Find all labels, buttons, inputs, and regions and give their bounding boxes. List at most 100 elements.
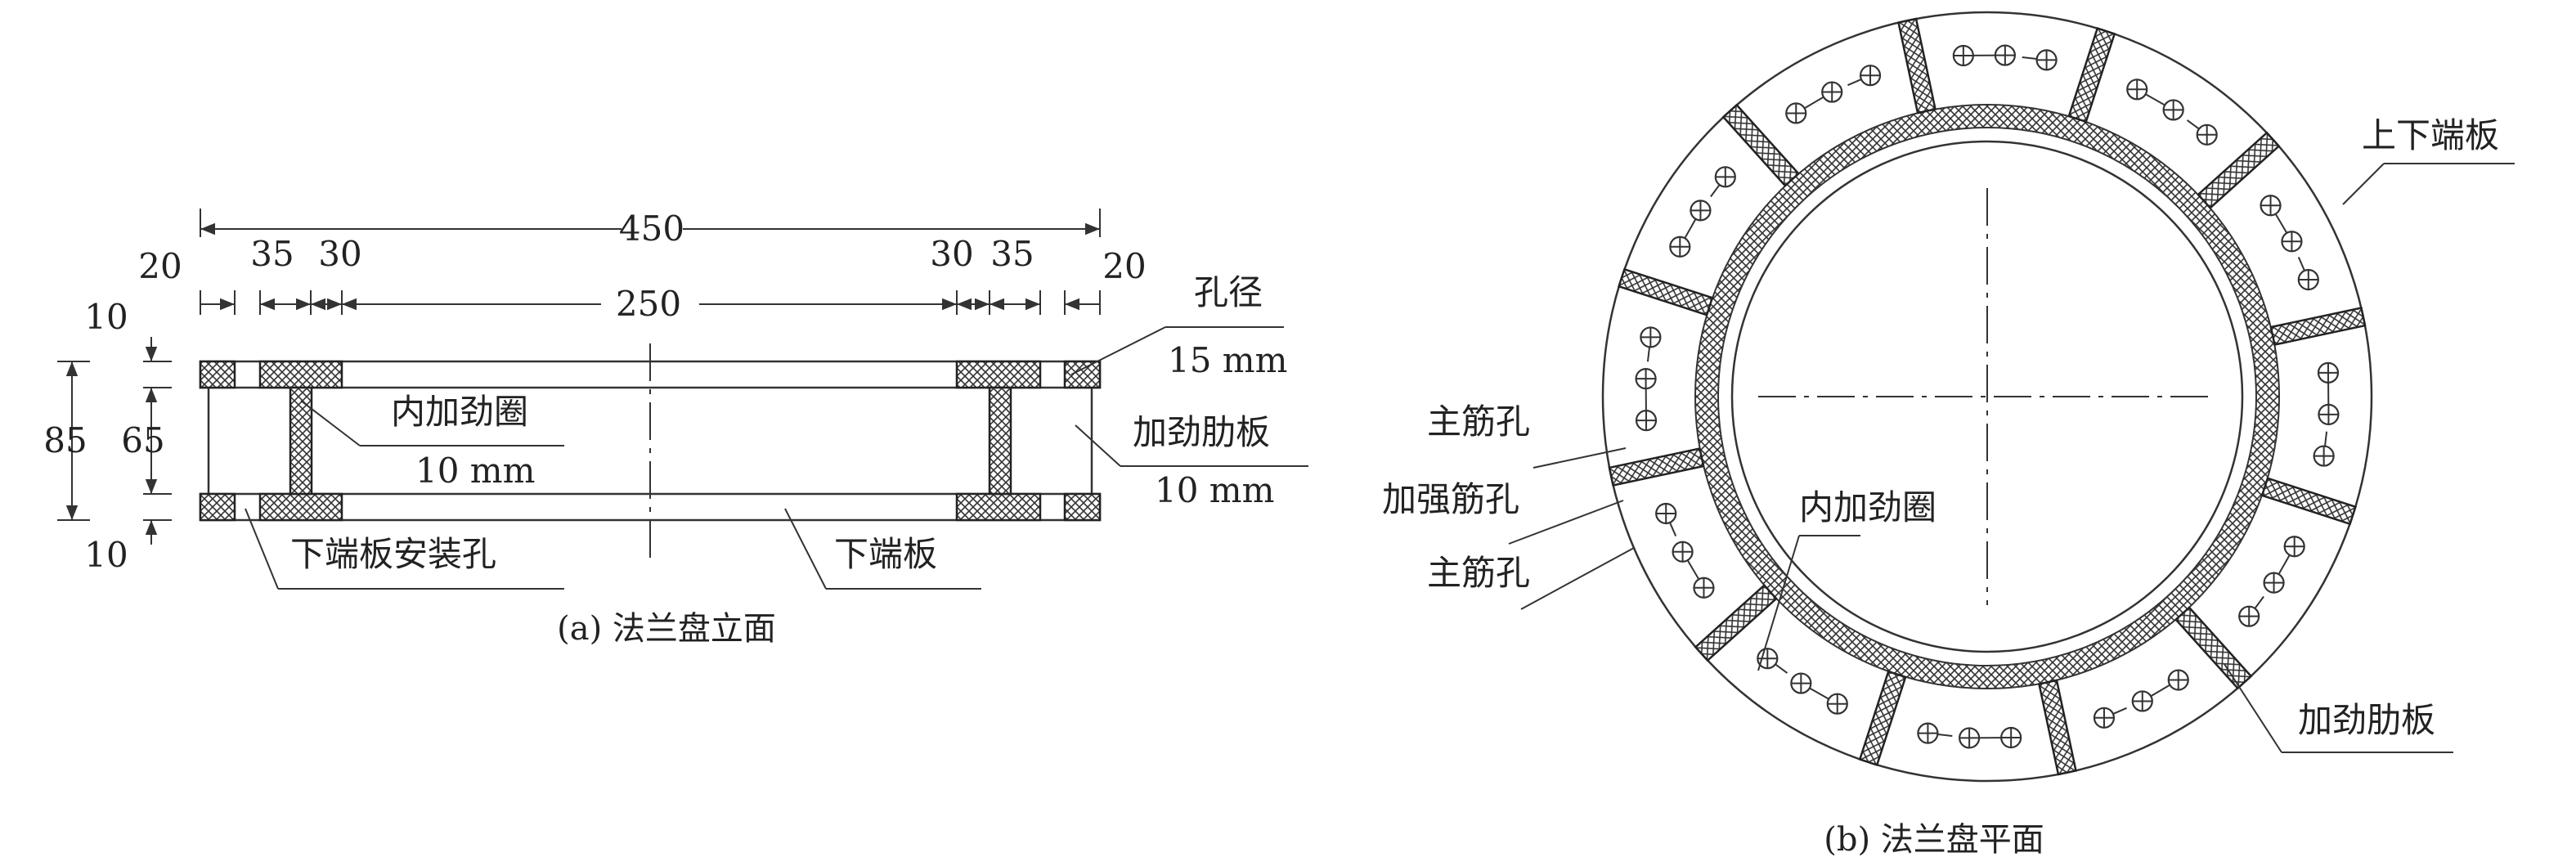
- label-reinf-hole: 加强筋孔: [1382, 479, 1519, 519]
- main-bar-hole: [2093, 707, 2116, 729]
- plan-view: 上下端板 主筋孔 加强筋孔 主筋孔 内加劲圈 加劲肋板 (b) 法兰盘平面: [1382, 11, 2515, 859]
- inner-circle: [1730, 140, 2244, 653]
- main-bar-hole: [2283, 536, 2305, 558]
- dim-left-mid: 35: [250, 234, 294, 274]
- main-bar-hole: [1826, 693, 1848, 715]
- label-hole-dia: 孔径: [1194, 272, 1263, 312]
- plate-block: [1063, 492, 1102, 522]
- plate-block: [199, 360, 236, 389]
- dim-right-inner: 30: [930, 234, 973, 274]
- stiffener-rib: [2260, 477, 2357, 526]
- stiffener-rib: [2037, 679, 2077, 776]
- main-bar-hole: [1640, 326, 1662, 348]
- hole-line: [2248, 545, 2296, 617]
- dim-bottom-plate: 10: [84, 535, 128, 575]
- hole-line: [1963, 54, 2047, 61]
- dim-web-height: 65: [121, 420, 164, 460]
- label-stiffener-plan: 加劲肋板: [2298, 700, 2435, 740]
- reinforcement-hole: [1790, 672, 1812, 694]
- reinforcement-hole: [1959, 727, 1981, 749]
- inner-ring-web-right: [988, 386, 1012, 496]
- main-bar-hole: [1669, 236, 1691, 258]
- hole-line: [1665, 513, 1705, 589]
- main-bar-hole: [2167, 669, 2189, 691]
- hole-line: [1679, 176, 1726, 248]
- label-end-plates: 上下端板: [2362, 115, 2499, 155]
- main-bar-hole: [2000, 726, 2022, 749]
- reinforcement-hole: [1672, 541, 1694, 563]
- main-bar-hole: [1859, 65, 1882, 87]
- reinforcement-hole: [2281, 231, 2303, 253]
- label-main-hole-2: 主筋孔: [1427, 553, 1530, 593]
- main-bar-hole: [2260, 195, 2282, 217]
- dim-overall: 450: [619, 209, 684, 249]
- hole-line: [1928, 732, 2012, 739]
- dim-left-inner: 30: [318, 234, 361, 274]
- plate-block: [258, 492, 343, 522]
- main-bar-hole: [1655, 502, 1677, 525]
- main-bar-hole: [2317, 361, 2340, 384]
- hole-line: [2269, 204, 2309, 280]
- hole-line: [1766, 657, 1838, 705]
- caption-plan: (b) 法兰盘平面: [1824, 821, 2044, 859]
- hole-line: [2322, 372, 2330, 456]
- stiffener-rib: [2067, 27, 2116, 123]
- dim-inner: 250: [616, 284, 681, 324]
- main-bar-hole: [1693, 577, 1715, 599]
- dim-top-plate: 10: [84, 297, 128, 337]
- hole-line: [1645, 337, 1652, 421]
- main-bar-hole: [1917, 722, 1939, 744]
- plate-block: [955, 492, 1042, 522]
- main-bar-hole: [2297, 268, 2319, 291]
- stiffener-rib: [2174, 606, 2253, 690]
- label-bottom-plate: 下端板: [834, 534, 937, 574]
- stiffener-rib: [1694, 583, 1778, 662]
- reinforcement-hole: [1821, 81, 1843, 103]
- plate-block: [199, 492, 236, 522]
- main-bar-hole: [2238, 605, 2260, 627]
- caption-elevation: (a) 法兰盘立面: [557, 610, 776, 648]
- inner-ring-hatch: [1695, 105, 2279, 689]
- reinforcement-hole: [2318, 403, 2340, 425]
- main-bar-hole: [2035, 49, 2058, 71]
- reinforcement-hole: [2131, 690, 2153, 712]
- reinforcement-hole: [1994, 44, 2016, 66]
- hole-line: [1795, 74, 1871, 114]
- label-inner-ring: 内加劲圈: [391, 392, 528, 432]
- reinforcement-hole: [1690, 200, 1712, 222]
- main-bar-hole: [1952, 44, 1974, 67]
- plate-block: [955, 360, 1042, 389]
- bolt-holes: [1635, 44, 2340, 749]
- stiffener-ribs: [1608, 17, 2367, 776]
- inner-ring-web-left: [289, 386, 313, 496]
- main-bar-hole: [2313, 445, 2335, 467]
- stiffener-rib: [2197, 131, 2281, 210]
- stiffener-rib: [1858, 670, 1907, 766]
- dim-right-mid: 35: [990, 234, 1034, 274]
- plate-block: [1063, 360, 1102, 389]
- dim-right-outer: 20: [1102, 246, 1146, 286]
- label-stiffener-value: 10 mm: [1155, 470, 1274, 510]
- stiffener-rib: [2269, 307, 2367, 347]
- elevation-view: 450 20 35 30 250 30 35 20: [43, 209, 1308, 648]
- reinforcement-hole: [2162, 99, 2184, 121]
- hole-line: [2136, 88, 2208, 136]
- label-inner-ring-value: 10 mm: [415, 451, 535, 491]
- label-mount-hole: 下端板安装孔: [290, 534, 496, 574]
- stiffener-rib: [1608, 446, 1705, 487]
- hole-line: [2103, 679, 2179, 719]
- label-inner-ring-plan: 内加劲圈: [1799, 487, 1936, 527]
- outer-circle: [1601, 11, 2373, 783]
- plate-block: [258, 360, 343, 389]
- main-bar-hole: [2126, 79, 2148, 101]
- main-bar-hole: [1714, 166, 1736, 188]
- stiffener-rib: [1618, 267, 1714, 316]
- reinforcement-hole: [2263, 572, 2285, 594]
- main-bar-hole: [1785, 102, 1807, 124]
- dim-left-outer: 20: [138, 246, 182, 286]
- stiffener-rib: [1897, 17, 1937, 114]
- dim-total-height: 85: [43, 420, 87, 460]
- stiffener-rib: [1721, 103, 1801, 187]
